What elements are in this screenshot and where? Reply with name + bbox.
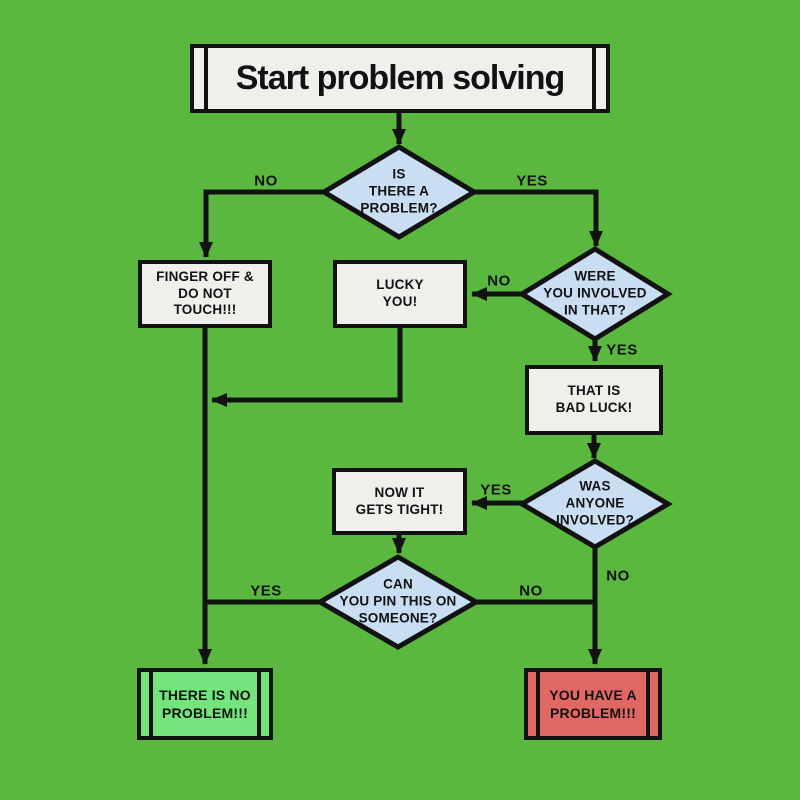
connector-lucky-to-left-rail — [211, 327, 403, 407]
decision-is-there-a-problem-label: IS THERE A PROBLEM? — [360, 166, 438, 216]
decision-was-anyone-involved — [517, 458, 673, 550]
process-finger-off: FINGER OFF & DO NOT TOUCH!!! — [138, 260, 272, 328]
edge-label-anyone-no: NO — [606, 567, 630, 585]
terminal-have-problem-right-bar — [646, 672, 650, 736]
process-gets-tight: NOW IT GETS TIGHT! — [332, 468, 467, 535]
terminal-have-problem-label: YOU HAVE A PROBLEM!!! — [549, 686, 637, 721]
edge-label-problem-no: NO — [254, 172, 278, 190]
edge-label-involved-yes: YES — [606, 341, 638, 359]
connector-problem-yes-to-involved — [472, 189, 603, 247]
edge-label-pin-no: NO — [519, 582, 543, 600]
terminal-have-problem-left-bar — [536, 672, 540, 736]
decision-can-you-pin-label: CAN YOU PIN THIS ON SOMEONE? — [339, 576, 457, 626]
terminal-have-problem: YOU HAVE A PROBLEM!!! — [524, 668, 662, 740]
start-node: Start problem solving — [190, 44, 610, 113]
start-node-left-bar — [204, 48, 208, 109]
terminal-no-problem: THERE IS NO PROBLEM!!! — [137, 668, 273, 740]
decision-can-you-pin — [314, 554, 482, 650]
edge-label-involved-no: NO — [487, 272, 511, 290]
terminal-no-problem-right-bar — [257, 672, 261, 736]
start-node-right-bar — [592, 48, 596, 109]
edge-label-anyone-yes: YES — [480, 481, 512, 499]
decision-were-you-involved-label: WERE YOU INVOLVED IN THAT? — [543, 268, 647, 318]
decision-is-there-a-problem — [319, 144, 479, 240]
start-node-label: Start problem solving — [235, 59, 565, 97]
terminal-no-problem-left-bar — [149, 672, 153, 736]
connector-problem-no-to-fingeroff — [199, 189, 327, 258]
terminal-no-problem-label: THERE IS NO PROBLEM!!! — [159, 686, 251, 721]
decision-were-you-involved — [517, 246, 673, 342]
process-lucky-you: LUCKY YOU! — [333, 260, 467, 328]
edge-label-pin-yes: YES — [250, 582, 282, 600]
decision-was-anyone-involved-label: WAS ANYONE INVOLVED? — [555, 478, 635, 528]
edge-label-problem-yes: YES — [516, 172, 548, 190]
process-bad-luck: THAT IS BAD LUCK! — [525, 365, 663, 435]
